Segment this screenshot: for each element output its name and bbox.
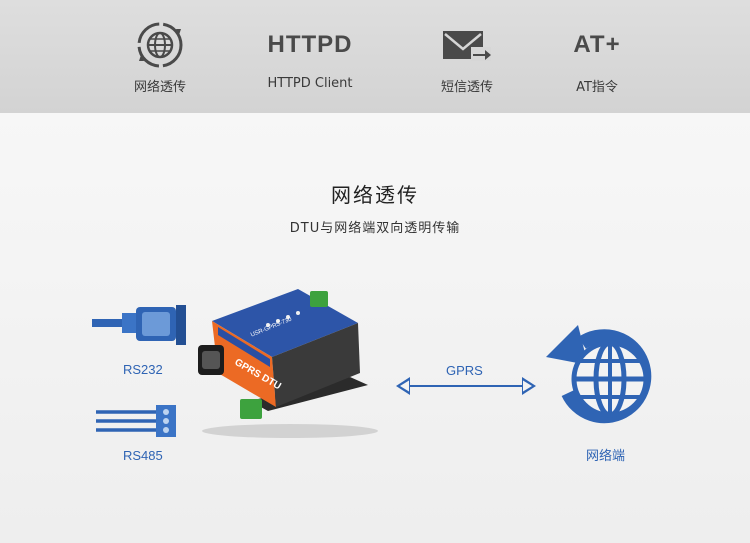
feature-network-passthrough: 网络透传	[85, 0, 235, 113]
at-plus-text-icon: AT+	[573, 31, 621, 58]
rs485-wires-icon	[96, 405, 176, 437]
feature-label: 网络透传	[133, 80, 186, 95]
sms-envelope-icon	[443, 31, 491, 61]
feature-label: 短信透传	[440, 80, 493, 95]
feature-at-commands: AT+ AT指令	[522, 0, 672, 113]
network-globe-icon	[546, 325, 652, 424]
rs232-label: RS232	[123, 362, 163, 377]
gprs-link-label: GPRS	[446, 363, 483, 378]
bidirectional-arrow-icon	[396, 377, 536, 395]
feature-sms-passthrough: 短信透传	[392, 0, 542, 113]
feature-httpd-client: HTTPD HTTPD Client	[235, 0, 385, 113]
section-title: 网络透传	[331, 183, 419, 207]
feature-bar: 网络透传 HTTPD HTTPD Client 短信透传 AT+ AT指令	[0, 0, 750, 113]
network-end-label: 网络端	[586, 448, 626, 463]
gprs-dtu-device: GPRS DTU USR-GPRS-730	[190, 281, 380, 441]
feature-label: AT指令	[576, 80, 618, 95]
rs485-label: RS485	[123, 448, 163, 463]
feature-label: HTTPD Client	[267, 76, 353, 91]
section-subtitle: DTU与网络端双向透明传输	[289, 221, 461, 236]
network-globe-icon	[137, 22, 183, 68]
main-section: 网络透传 DTU与网络端双向透明传输 RS232 RS485	[0, 113, 750, 543]
rs232-cable-icon	[92, 305, 186, 345]
httpd-text-icon: HTTPD	[267, 31, 353, 58]
